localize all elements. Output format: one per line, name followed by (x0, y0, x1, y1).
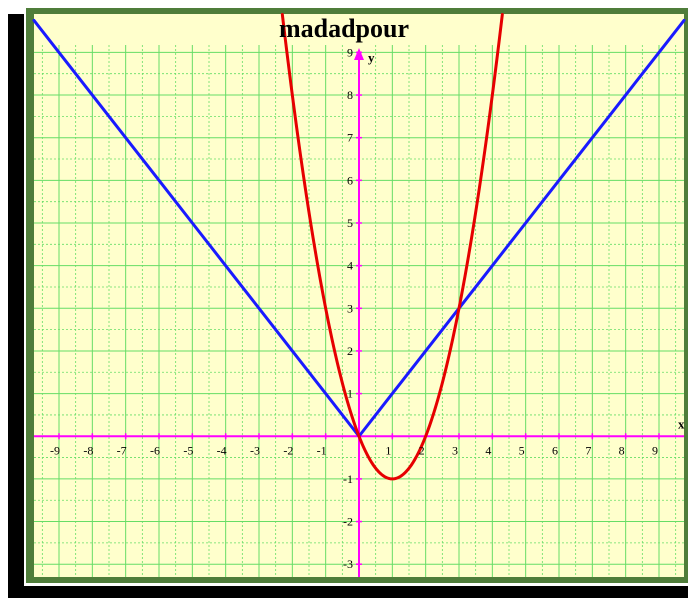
x-tick-label: 6 (552, 443, 558, 457)
x-tick-label: -6 (150, 443, 160, 457)
y-tick-label: 6 (347, 173, 353, 187)
y-tick-label: 5 (347, 216, 353, 230)
y-tick-label: 2 (347, 344, 353, 358)
x-tick-label: 5 (519, 443, 525, 457)
title-area (34, 14, 684, 45)
y-axis-label: y (368, 50, 375, 65)
x-axis-label: x (678, 416, 685, 431)
x-tick-label: 7 (585, 443, 591, 457)
x-tick-label: -1 (317, 443, 327, 457)
tick-labels: -9 -8 -7 -6 -5 -4 -3 -2 -1 1 2 3 4 5 6 7 8 9 -3 -2 -1 1 2 3 4 5 6 7… (50, 45, 685, 571)
x-tick-label: -3 (250, 443, 260, 457)
left-shadow (8, 14, 24, 598)
y-axis-arrow (354, 48, 364, 60)
y-tick-label: 7 (347, 131, 353, 145)
series (32, 12, 686, 481)
y-tick-label: 9 (347, 45, 353, 59)
y-tick-label: 8 (347, 88, 353, 102)
y-tick-label: 3 (347, 301, 353, 315)
x-tick-label: 4 (485, 443, 491, 457)
y-tick-label: 1 (347, 387, 353, 401)
x-tick-label: 9 (652, 443, 658, 457)
x-tick-label: -8 (83, 443, 93, 457)
x-tick-label: 3 (452, 443, 458, 457)
x-tick-label: 2 (419, 443, 425, 457)
x-tick-label: -5 (183, 443, 193, 457)
y-tick-label: -1 (343, 472, 353, 486)
x-tick-label: -7 (117, 443, 127, 457)
x-tick-label: 1 (385, 443, 391, 457)
y-tick-label: -2 (343, 515, 353, 529)
y-tick-label: -3 (343, 557, 353, 571)
x-tick-label: 8 (619, 443, 625, 457)
bottom-shadow (8, 586, 688, 598)
x-tick-label: -4 (217, 443, 227, 457)
series-line-red (280, 12, 504, 481)
x-tick-label: -2 (283, 443, 293, 457)
y-tick-label: 4 (347, 259, 353, 273)
x-tick-label: -9 (50, 443, 60, 457)
